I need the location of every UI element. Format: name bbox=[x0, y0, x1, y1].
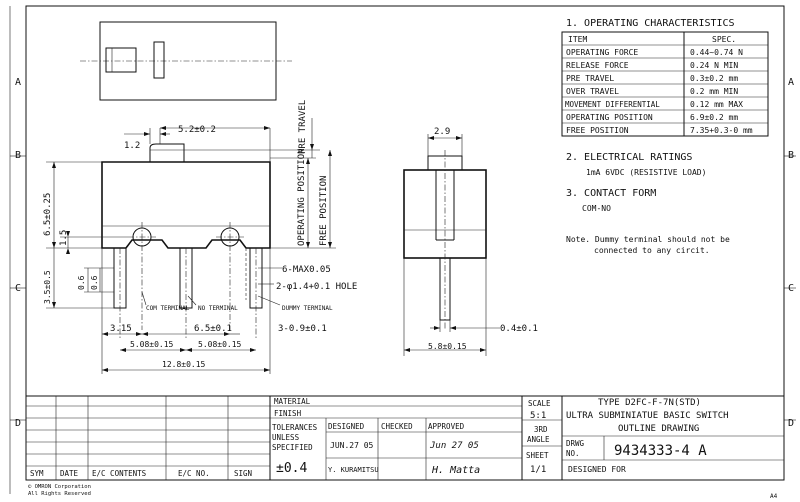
approved-date: Jun 27 05 bbox=[429, 441, 479, 451]
rev-header-date: DATE bbox=[60, 469, 79, 478]
row-letter-b-left: B bbox=[15, 150, 21, 161]
material-label: MATERIAL bbox=[274, 397, 311, 406]
tolerances-line-3: SPECIFIED bbox=[272, 443, 313, 452]
copyright-line-2: All Rights Reserved bbox=[28, 491, 91, 497]
top-view bbox=[80, 21, 292, 101]
label-pre-travel: PRE TRAVEL bbox=[298, 100, 308, 154]
row-letter-c-left: C bbox=[15, 283, 21, 294]
elec-title: 2. ELECTRICAL RATINGS bbox=[566, 152, 692, 163]
finish-label: FINISH bbox=[274, 409, 302, 418]
designed-date: JUN.27 05 bbox=[330, 441, 374, 450]
dim-side-width: 2.9 bbox=[434, 127, 450, 137]
label-operating-position: OPERATING POSITION bbox=[297, 148, 307, 246]
tolerances-line-2: UNLESS bbox=[272, 433, 300, 442]
contact-title: 3. CONTACT FORM bbox=[566, 188, 656, 199]
spec-header-item: ITEM bbox=[568, 35, 587, 44]
spec-value-5: 6.9±0.2 mm bbox=[690, 113, 738, 122]
title-line-1: TYPE D2FC-F-7N(STD) bbox=[598, 398, 701, 408]
checked-label: CHECKED bbox=[381, 422, 413, 431]
note-line-1: Note. Dummy terminal should not be bbox=[566, 235, 730, 244]
spec-item-3: OVER TRAVEL bbox=[566, 87, 619, 96]
drwg-label-2: NO. bbox=[566, 449, 580, 458]
designed-label: DESIGNED bbox=[328, 422, 365, 431]
corner-mark: A4 bbox=[770, 493, 778, 500]
note-max: 6-MAX0.05 bbox=[282, 265, 331, 275]
spec-title: 1. OPERATING CHARACTERISTICS bbox=[566, 18, 735, 29]
designer-name: Y. KURAMITSU bbox=[328, 466, 379, 474]
dim-height: 6.5±0.25 bbox=[43, 193, 53, 236]
spec-value-6: 7.35+0.3-0 mm bbox=[690, 126, 753, 135]
dim-6-5: 6.5±0.1 bbox=[194, 324, 232, 334]
dim-side-bottom: 5.8±0.15 bbox=[428, 342, 467, 351]
elec-value: 1mA 6VDC (RESISTIVE LOAD) bbox=[586, 168, 706, 177]
dim-side-pin: 0.4±0.1 bbox=[500, 324, 538, 334]
spec-value-3: 0.2 mm MIN bbox=[690, 87, 738, 96]
front-view bbox=[46, 118, 336, 374]
side-view bbox=[403, 134, 500, 356]
label-no-terminal: NO TERMINAL bbox=[198, 305, 238, 312]
spec-value-1: 0.24 N MIN bbox=[690, 61, 738, 70]
row-letter-c-right: C bbox=[788, 283, 794, 294]
dim-5-08-right: 5.08±0.15 bbox=[198, 340, 242, 349]
title-block-grid bbox=[25, 395, 785, 481]
tolerance-value: ±0.4 bbox=[276, 461, 307, 476]
row-letter-b-right: B bbox=[788, 150, 794, 161]
spec-item-6: FREE POSITION bbox=[566, 126, 629, 135]
approved-label: APPROVED bbox=[428, 422, 465, 431]
dim-5-08-left: 5.08±0.15 bbox=[130, 340, 174, 349]
dim-top-offset: 1.2 bbox=[124, 141, 140, 151]
rev-header-ec-contents: E/C CONTENTS bbox=[92, 469, 147, 478]
spec-item-1: RELEASE FORCE bbox=[566, 61, 629, 70]
copyright-line-1: © OMRON Corporation bbox=[28, 484, 91, 490]
label-free-position: FREE POSITION bbox=[319, 176, 329, 246]
spec-item-4: MOVEMENT DIFFERENTIAL bbox=[565, 100, 660, 109]
approver-signature: H. Matta bbox=[431, 465, 480, 476]
dim-3-0-9: 3-0.9±0.1 bbox=[278, 324, 327, 334]
spec-value-2: 0.3±0.2 mm bbox=[690, 74, 738, 83]
dim-pin-a: 0.6 bbox=[77, 275, 86, 290]
scale-value: 5:1 bbox=[530, 411, 546, 421]
angle-line-2: ANGLE bbox=[527, 435, 550, 444]
dim-top-width: 5.2±0.2 bbox=[178, 125, 216, 135]
angle-line-1: 3RD bbox=[534, 425, 548, 434]
rev-header-ec-no: E/C NO. bbox=[178, 469, 210, 478]
spec-item-0: OPERATING FORCE bbox=[566, 48, 638, 57]
dim-hole-height: 1.5 bbox=[59, 230, 69, 246]
spec-header-spec: SPEC. bbox=[712, 35, 736, 44]
sheet-label: SHEET bbox=[526, 451, 549, 460]
row-letter-a-right: A bbox=[788, 77, 794, 88]
note-line-2: connected to any circit. bbox=[594, 246, 710, 255]
spec-table bbox=[561, 31, 769, 137]
tolerances-line-1: TOLERANCES bbox=[272, 423, 318, 432]
dim-pin-b: 0.6 bbox=[90, 275, 99, 290]
scale-label: SCALE bbox=[528, 399, 551, 408]
designed-for-label: DESIGNED FOR bbox=[568, 465, 626, 474]
row-letter-d-left: D bbox=[15, 418, 21, 429]
label-dummy-terminal: DUMMY TERMINAL bbox=[282, 305, 333, 312]
label-com-terminal: COM TERMINAL bbox=[146, 305, 190, 312]
title-line-3: OUTLINE DRAWING bbox=[618, 424, 699, 434]
dim-3-15: 3.15 bbox=[110, 324, 132, 334]
drawing-number: 9434333-4 A bbox=[614, 443, 707, 459]
rev-header-sym: SYM bbox=[30, 469, 44, 478]
dim-pin-length: 3.5±0.5 bbox=[43, 270, 52, 304]
drwg-label-1: DRWG bbox=[566, 439, 585, 448]
spec-item-5: OPERATING POSITION bbox=[566, 113, 653, 122]
spec-value-4: 0.12 mm MAX bbox=[690, 100, 743, 109]
spec-value-0: 0.44~0.74 N bbox=[690, 48, 743, 57]
row-letter-d-right: D bbox=[788, 418, 794, 429]
contact-value: COM-NO bbox=[582, 204, 611, 213]
note-hole: 2-φ1.4+0.1 HOLE bbox=[276, 282, 357, 292]
dim-12-8: 12.8±0.15 bbox=[162, 360, 206, 369]
row-letter-a-left: A bbox=[15, 77, 21, 88]
rev-header-sign: SIGN bbox=[234, 469, 252, 478]
sheet-value: 1/1 bbox=[530, 465, 546, 475]
title-line-2: ULTRA SUBMINIATUE BASIC SWITCH bbox=[566, 411, 729, 421]
spec-item-2: PRE TRAVEL bbox=[566, 74, 614, 83]
